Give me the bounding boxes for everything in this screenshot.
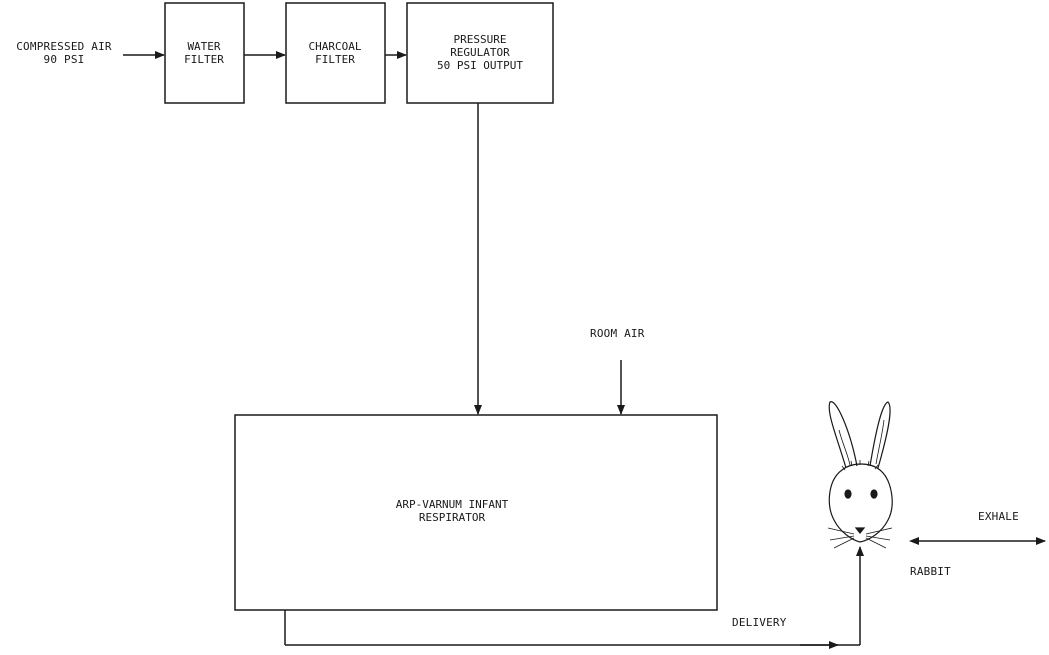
rabbit-label: RABBIT bbox=[910, 565, 951, 578]
respirator-line2: RESPIRATOR bbox=[396, 511, 509, 524]
respirator-label: ARP-VARNUM INFANT RESPIRATOR bbox=[396, 498, 509, 524]
charcoal-filter-line1: CHARCOAL bbox=[309, 40, 362, 53]
room-air-label: ROOM AIR bbox=[590, 327, 645, 340]
pressure-regulator-line1: PRESSURE bbox=[437, 33, 523, 46]
rabbit-head-illustration bbox=[828, 402, 892, 548]
exhale-arrow-tail bbox=[909, 537, 919, 545]
compressed-air-line1: COMPRESSED AIR bbox=[6, 40, 122, 53]
water-filter-line2: FILTER bbox=[184, 53, 224, 66]
delivery-label: DELIVERY bbox=[732, 616, 787, 629]
charcoal-filter-label: CHARCOAL FILTER bbox=[309, 40, 362, 66]
exhale-label: EXHALE bbox=[978, 510, 1019, 523]
water-filter-line1: WATER bbox=[184, 40, 224, 53]
water-filter-label: WATER FILTER bbox=[184, 40, 224, 66]
pressure-regulator-line3: 50 PSI OUTPUT bbox=[437, 59, 523, 72]
compressed-air-line2: 90 PSI bbox=[6, 53, 122, 66]
pressure-regulator-line2: REGULATOR bbox=[437, 46, 523, 59]
compressed-air-label: COMPRESSED AIR 90 PSI bbox=[6, 40, 122, 66]
pressure-regulator-label: PRESSURE REGULATOR 50 PSI OUTPUT bbox=[437, 33, 523, 72]
respirator-line1: ARP-VARNUM INFANT bbox=[396, 498, 509, 511]
charcoal-filter-line2: FILTER bbox=[309, 53, 362, 66]
